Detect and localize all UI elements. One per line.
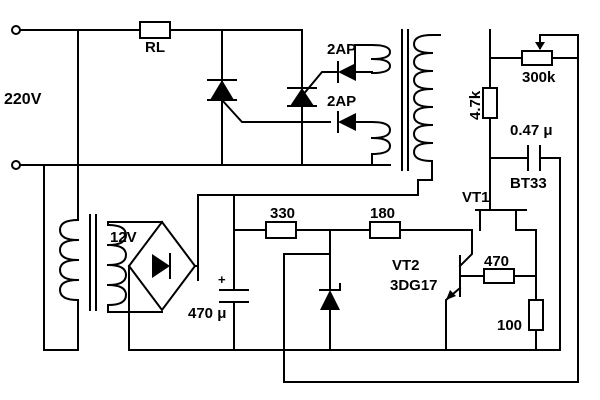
dc-rail [128, 194, 561, 351]
potentiometer-300k [521, 50, 553, 66]
mains-terminal-top [11, 25, 21, 35]
ujt-base-b1 [515, 209, 537, 301]
label-diode-upper: 2AP [327, 41, 356, 58]
vt2-emitter-arrow [446, 290, 456, 300]
bridge-diode-triangle [152, 254, 170, 278]
label-mains: 220V [4, 91, 42, 108]
label-cap-047: 0.47 μ [510, 122, 553, 139]
resistor-4k7 [482, 87, 498, 119]
mains-terminal-bottom [11, 160, 21, 170]
triac-up-triangle [210, 80, 234, 100]
resistor-180 [369, 221, 401, 239]
resistor-330 [265, 221, 297, 239]
label-electrolytic: 470 μ [188, 305, 226, 322]
stepdown-transformer [58, 164, 163, 351]
secondary-lead-upper [354, 44, 373, 73]
primary-lead-bottom [197, 160, 433, 281]
pot-top-wire [489, 29, 579, 59]
label-secondary: 12V [110, 229, 137, 246]
label-ujt-name: VT1 [462, 189, 490, 206]
pulse-transformer-primary [197, 33, 441, 281]
pulse-transformer-secondary [354, 29, 409, 171]
label-res-180: 180 [370, 205, 395, 222]
diode-upper-triangle [338, 63, 356, 81]
triac-2 [287, 71, 339, 107]
primary-coil [412, 33, 434, 163]
label-res-4k7: 4.7k [467, 90, 484, 120]
diode-2ap-lower [337, 111, 373, 133]
ujt-section [475, 29, 579, 351]
pot-wiper-arrow [535, 42, 545, 50]
zener-diode [319, 229, 341, 351]
top-rail-wire [19, 29, 303, 166]
control-loop-wire [283, 34, 579, 383]
resistor-100 [528, 299, 544, 331]
label-ujt-model: BT33 [510, 175, 547, 192]
stepdown-secondary-lead [107, 221, 163, 313]
diode-2ap-upper [337, 61, 373, 83]
label-res-100: 100 [497, 317, 522, 334]
bridge-diamond [127, 220, 197, 312]
stepdown-primary-coil [58, 218, 80, 302]
label-res-470: 470 [484, 253, 509, 270]
zener-bar [319, 283, 341, 291]
label-load: RL [145, 39, 165, 56]
label-diode-lower: 2AP [327, 93, 356, 110]
label-res-330: 330 [270, 205, 295, 222]
vt2-collector [458, 229, 473, 268]
resistor-470 [483, 268, 515, 284]
mains-section [11, 21, 391, 351]
triac2-gate-wire [300, 71, 339, 98]
stepdown-secondary-coil [106, 223, 128, 307]
load-resistor-rl [139, 21, 171, 39]
secondary-coil-lower [370, 120, 392, 156]
zener-triangle [320, 290, 340, 310]
secondary-coil-upper [370, 43, 392, 75]
label-bjt-model: 3DG17 [390, 277, 438, 294]
isolation-transformer-feed-wire [43, 164, 79, 351]
diode-lower-triangle [338, 113, 356, 131]
triac [207, 29, 331, 166]
bridge-rectifier [127, 220, 199, 351]
label-electrolytic-polarity: + [218, 272, 226, 287]
cap-047-wire [489, 157, 561, 351]
label-pot-300k: 300k [522, 69, 556, 86]
transistor-vt2 [445, 229, 537, 351]
triac-gate-wire [220, 98, 331, 123]
label-bjt-name: VT2 [392, 257, 420, 274]
